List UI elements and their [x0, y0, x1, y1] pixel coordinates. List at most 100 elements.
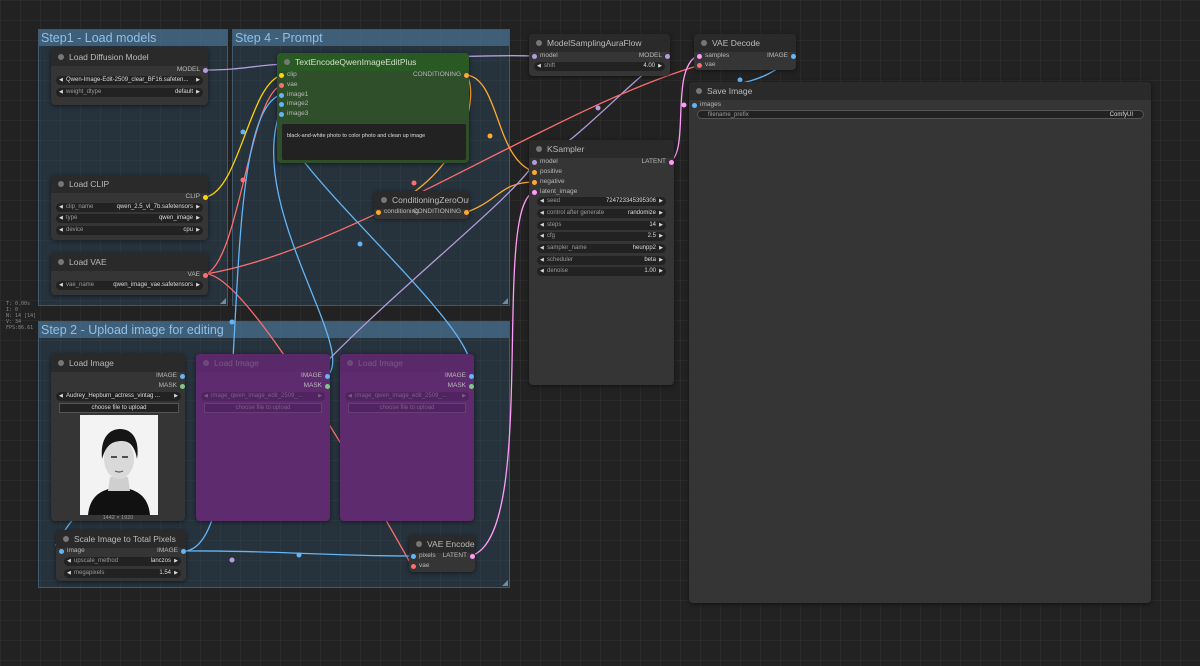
arrow-left-icon[interactable]: ◀: [59, 204, 63, 210]
collapse-dot-icon[interactable]: [63, 536, 69, 542]
pin-icon[interactable]: [59, 548, 64, 554]
node-load-clip[interactable]: Load CLIP CLIP ◀ clip_name qwen_2.5_vl_7…: [51, 175, 208, 240]
arrow-right-icon[interactable]: ▶: [174, 558, 178, 564]
arrow-right-icon[interactable]: ▶: [196, 215, 200, 221]
arrow-left-icon[interactable]: ◀: [540, 210, 544, 216]
pin-icon[interactable]: [464, 72, 469, 78]
link-midpoint[interactable]: [296, 552, 302, 558]
input-vae[interactable]: vae: [411, 561, 429, 571]
cfg-number[interactable]: ◀ cfg 2.5 ▶: [537, 232, 666, 241]
pin-icon[interactable]: [181, 548, 186, 554]
input-image[interactable]: image: [59, 546, 85, 556]
arrow-right-icon[interactable]: ▶: [462, 393, 466, 399]
arrow-left-icon[interactable]: ◀: [59, 77, 63, 83]
arrow-right-icon[interactable]: ▶: [659, 222, 663, 228]
weight-dtype-combo[interactable]: ◀ weight_dtype default ▶: [56, 88, 203, 97]
pin-icon[interactable]: [411, 553, 416, 559]
pin-icon[interactable]: [532, 53, 537, 59]
node-load-image-2[interactable]: Load Image IMAGE MASK ◀ image_qwen_image…: [196, 354, 330, 521]
pin-icon[interactable]: [791, 53, 796, 59]
pin-icon[interactable]: [469, 373, 474, 379]
arrow-left-icon[interactable]: ◀: [67, 570, 71, 576]
link-midpoint[interactable]: [681, 102, 687, 108]
input-images[interactable]: images: [692, 100, 721, 110]
arrow-right-icon[interactable]: ▶: [659, 210, 663, 216]
collapse-dot-icon[interactable]: [58, 360, 64, 366]
type-combo[interactable]: ◀ type qwen_image ▶: [56, 214, 203, 223]
node-vae-decode[interactable]: VAE Decode samples vae IMAGE: [694, 34, 796, 70]
pin-icon[interactable]: [464, 209, 469, 215]
arrow-right-icon[interactable]: ▶: [196, 77, 200, 83]
link-midpoint[interactable]: [240, 177, 246, 183]
arrow-left-icon[interactable]: ◀: [540, 257, 544, 263]
node-ksampler[interactable]: KSampler model positive negative latent_…: [529, 140, 674, 385]
output-conditioning[interactable]: CONDITIONING: [413, 207, 469, 217]
pin-icon[interactable]: [325, 373, 330, 379]
pin-icon[interactable]: [697, 62, 702, 68]
link-midpoint[interactable]: [411, 180, 417, 186]
arrow-right-icon[interactable]: ▶: [174, 570, 178, 576]
arrow-right-icon[interactable]: ▶: [659, 268, 663, 274]
arrow-left-icon[interactable]: ◀: [59, 89, 63, 95]
link-midpoint[interactable]: [357, 241, 363, 247]
node-title[interactable]: ModelSamplingAuraFlow: [529, 34, 670, 52]
arrow-left-icon[interactable]: ◀: [59, 215, 63, 221]
link-midpoint[interactable]: [595, 105, 601, 111]
collapse-dot-icon[interactable]: [381, 197, 387, 203]
node-text-encode-qwen[interactable]: TextEncodeQwenImageEditPlus clip vae ima…: [277, 53, 469, 163]
pin-icon[interactable]: [411, 563, 416, 569]
pin-icon[interactable]: [203, 272, 208, 278]
pin-icon[interactable]: [532, 169, 537, 175]
node-scale-image-total-pixels[interactable]: Scale Image to Total Pixels image IMAGE …: [56, 530, 186, 581]
arrow-left-icon[interactable]: ◀: [540, 198, 544, 204]
input-conditioning[interactable]: conditioning: [376, 207, 419, 217]
collapse-dot-icon[interactable]: [203, 360, 209, 366]
pin-icon[interactable]: [697, 53, 702, 59]
arrow-left-icon[interactable]: ◀: [540, 233, 544, 239]
link-midpoint[interactable]: [229, 319, 235, 325]
collapse-dot-icon[interactable]: [58, 259, 64, 265]
seed-number[interactable]: ◀ seed 724723345395306 ▶: [537, 197, 666, 206]
output-image[interactable]: IMAGE: [767, 51, 796, 61]
vae-name-combo[interactable]: ◀ vae_name qwen_image_vae.safetensors ▶: [56, 281, 203, 290]
arrow-left-icon[interactable]: ◀: [59, 227, 63, 233]
pin-icon[interactable]: [180, 373, 185, 379]
image-file-combo[interactable]: ◀ Audrey_Hepburn_actress_vintag ... ▶: [56, 392, 181, 401]
collapse-dot-icon[interactable]: [536, 146, 542, 152]
device-combo[interactable]: ◀ device cpu ▶: [56, 226, 203, 235]
pin-icon[interactable]: [279, 111, 284, 117]
output-image[interactable]: IMAGE: [301, 371, 330, 381]
megapixels-number[interactable]: ◀ megapixels 1.54 ▶: [64, 569, 181, 578]
resize-handle[interactable]: [502, 298, 508, 304]
input-model[interactable]: model: [532, 157, 558, 167]
node-load-vae[interactable]: Load VAE VAE ◀ vae_name qwen_image_vae.s…: [51, 253, 208, 295]
link-midpoint[interactable]: [229, 557, 235, 563]
collapse-dot-icon[interactable]: [696, 88, 702, 94]
node-load-image-3[interactable]: Load Image IMAGE MASK ◀ image_qwen_image…: [340, 354, 474, 521]
link-midpoint[interactable]: [737, 77, 743, 83]
output-image[interactable]: IMAGE: [445, 371, 474, 381]
pin-icon[interactable]: [203, 67, 208, 73]
arrow-right-icon[interactable]: ▶: [659, 245, 663, 251]
node-title[interactable]: ConditioningZeroOut: [374, 191, 469, 209]
output-image[interactable]: IMAGE: [157, 546, 186, 556]
arrow-right-icon[interactable]: ▶: [659, 198, 663, 204]
control-after-generate-combo[interactable]: ◀ control after generate randomize ▶: [537, 209, 666, 218]
arrow-right-icon[interactable]: ▶: [196, 204, 200, 210]
scheduler-combo[interactable]: ◀ scheduler beta ▶: [537, 256, 666, 265]
input-latent-image[interactable]: latent_image: [532, 187, 577, 197]
output-image[interactable]: IMAGE: [156, 371, 185, 381]
collapse-dot-icon[interactable]: [58, 181, 64, 187]
upload-button[interactable]: choose file to upload: [59, 403, 179, 413]
arrow-left-icon[interactable]: ◀: [348, 393, 352, 399]
output-mask[interactable]: MASK: [304, 381, 330, 391]
prompt-textarea[interactable]: black-and-white photo to color photo and…: [282, 124, 466, 160]
output-latent[interactable]: LATENT: [443, 551, 475, 561]
pin-icon[interactable]: [376, 209, 381, 215]
pin-icon[interactable]: [532, 159, 537, 165]
node-load-diffusion-model[interactable]: Load Diffusion Model MODEL ◀ Qwen-Image-…: [51, 48, 208, 105]
steps-number[interactable]: ◀ steps 14 ▶: [537, 221, 666, 230]
node-title[interactable]: Save Image: [689, 82, 1151, 100]
pin-icon[interactable]: [279, 72, 284, 78]
node-model-sampling-auraflow[interactable]: ModelSamplingAuraFlow model MODEL ◀ shif…: [529, 34, 670, 76]
